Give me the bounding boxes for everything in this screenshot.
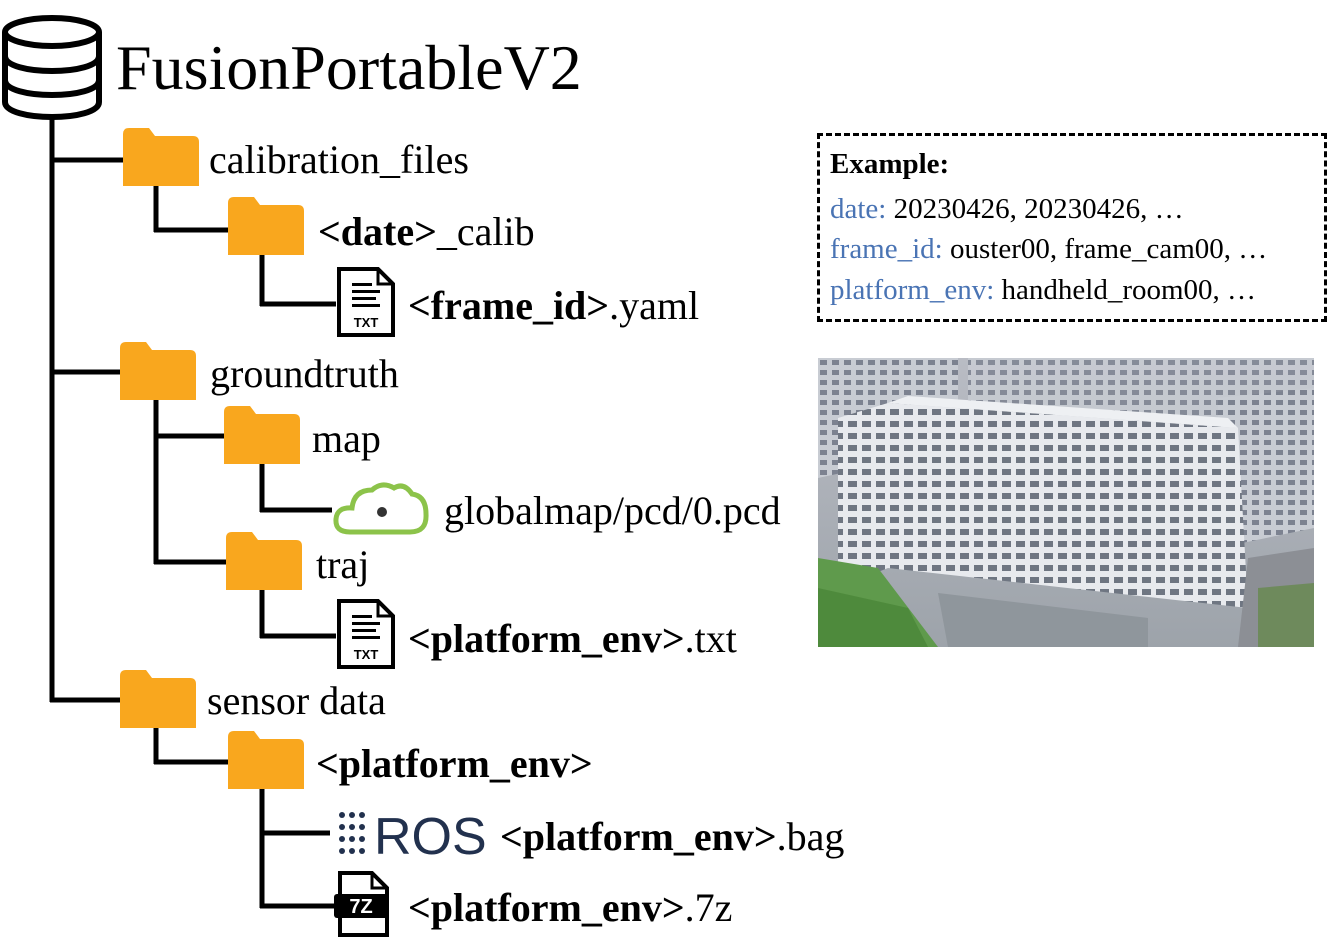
folder-icon[interactable] <box>226 532 302 590</box>
sevenz-archive-icon[interactable]: 7Z <box>332 870 392 938</box>
folder-icon[interactable] <box>224 406 300 464</box>
point-cloud-map-image <box>818 358 1314 647</box>
folder-label-platform-env[interactable]: <platform_env> <box>316 741 593 786</box>
folder-icon[interactable] <box>123 128 199 186</box>
file-label-platform-env-bag[interactable]: <platform_env>.bag <box>500 814 845 859</box>
svg-text:TXT: TXT <box>354 647 379 662</box>
svg-text:ROS: ROS <box>374 808 487 862</box>
folder-icon[interactable] <box>228 197 304 255</box>
example-heading: Example: <box>830 148 950 180</box>
folder-icon[interactable] <box>228 731 304 789</box>
folder-label-sensor-data[interactable]: sensor data <box>207 678 386 723</box>
cloud-icon[interactable] <box>332 478 430 536</box>
database-icon <box>1 15 102 120</box>
folder-label-map[interactable]: map <box>312 416 381 461</box>
folder-icon[interactable] <box>120 342 196 400</box>
dataset-title: FusionPortableV2 <box>116 32 582 103</box>
svg-text:7Z: 7Z <box>349 896 372 918</box>
ros-logo-icon[interactable]: ROS <box>336 806 492 862</box>
folder-label-groundtruth[interactable]: groundtruth <box>210 351 399 396</box>
file-label-globalmap[interactable]: globalmap/pcd/0.pcd <box>444 488 781 533</box>
folder-label-calibration-files[interactable]: calibration_files <box>209 137 469 182</box>
example-row-platform-env: platform_env: handheld_room00, … <box>830 274 1257 306</box>
file-label-platform-env-7z[interactable]: <platform_env>.7z <box>408 885 733 930</box>
file-label-platform-env-txt[interactable]: <platform_env>.txt <box>408 616 737 661</box>
example-row-date: date: 20230426, 20230426, … <box>830 193 1184 225</box>
txt-file-icon[interactable]: TXT <box>336 266 396 338</box>
example-box: Example: date: 20230426, 20230426, … fra… <box>817 133 1327 322</box>
svg-text:TXT: TXT <box>354 315 379 330</box>
folder-icon[interactable] <box>120 670 196 728</box>
txt-file-icon[interactable]: TXT <box>336 598 396 670</box>
folder-label-date-calib[interactable]: <date>_calib <box>318 209 535 254</box>
file-label-frame-id-yaml[interactable]: <frame_id>.yaml <box>408 283 700 328</box>
example-row-frame-id: frame_id: ouster00, frame_cam00, … <box>830 233 1268 265</box>
folder-label-traj[interactable]: traj <box>316 542 370 587</box>
